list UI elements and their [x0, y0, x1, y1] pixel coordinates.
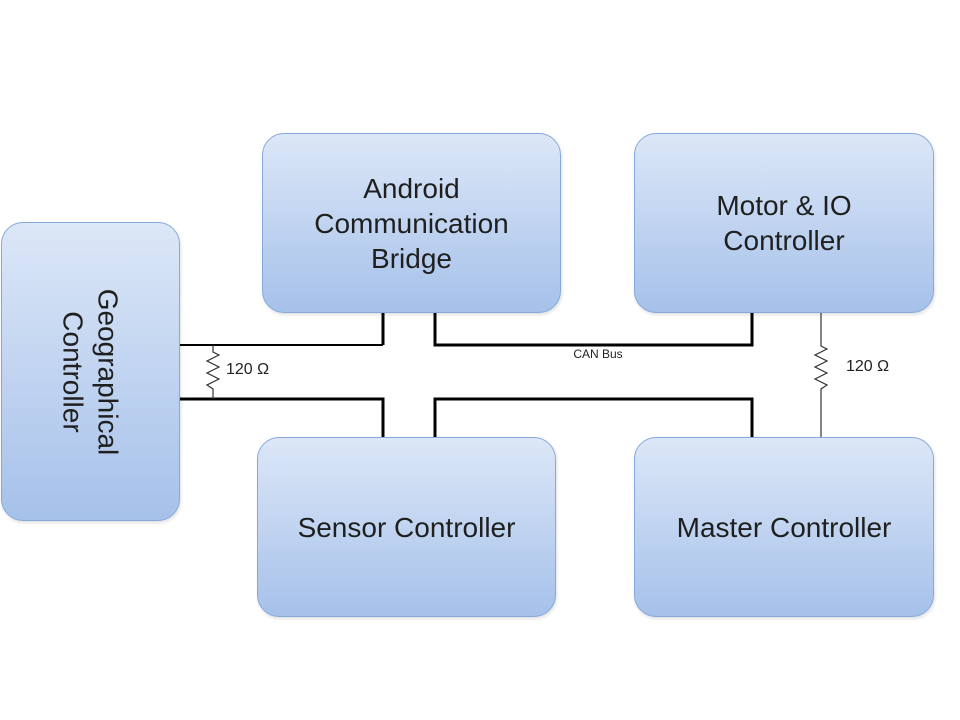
android-bridge-label-line-1: Android: [363, 172, 460, 204]
geographical-controller-label-line-1: Geographical: [92, 288, 124, 455]
right-terminator-label: 120 Ω: [846, 358, 890, 375]
geographical-controller-label-line-2: Controller: [57, 310, 89, 433]
motor-io-label-line-1: Motor & IO: [716, 190, 852, 221]
wire-geo-to-sensor: [178, 397, 385, 438]
sensor-controller-node: Sensor Controller: [257, 437, 556, 617]
android-bridge-label-line-2: Communication: [314, 207, 509, 239]
left-termination-resistor: [205, 345, 221, 399]
sensor-controller-label: Sensor Controller: [297, 511, 516, 543]
android-communication-bridge-node: Android Communication Bridge: [262, 133, 561, 313]
master-controller-label: Master Controller: [676, 511, 892, 543]
wire-sensor-to-master: [433, 397, 754, 438]
geographical-controller-node: Geographical Controller: [1, 222, 180, 521]
right-termination-resistor: [813, 312, 829, 438]
android-bridge-label-line-3: Bridge: [371, 242, 452, 274]
motor-io-controller-node: Motor & IO Controller: [634, 133, 934, 313]
wire-android-to-motor: [433, 312, 754, 347]
can-bus-label: CAN Bus: [573, 347, 623, 361]
geographical-controller-label: Geographical Controller: [56, 288, 126, 455]
master-controller-node: Master Controller: [634, 437, 934, 617]
motor-io-label-line-2: Controller: [723, 225, 845, 256]
left-terminator-label: 120 Ω: [226, 361, 270, 378]
